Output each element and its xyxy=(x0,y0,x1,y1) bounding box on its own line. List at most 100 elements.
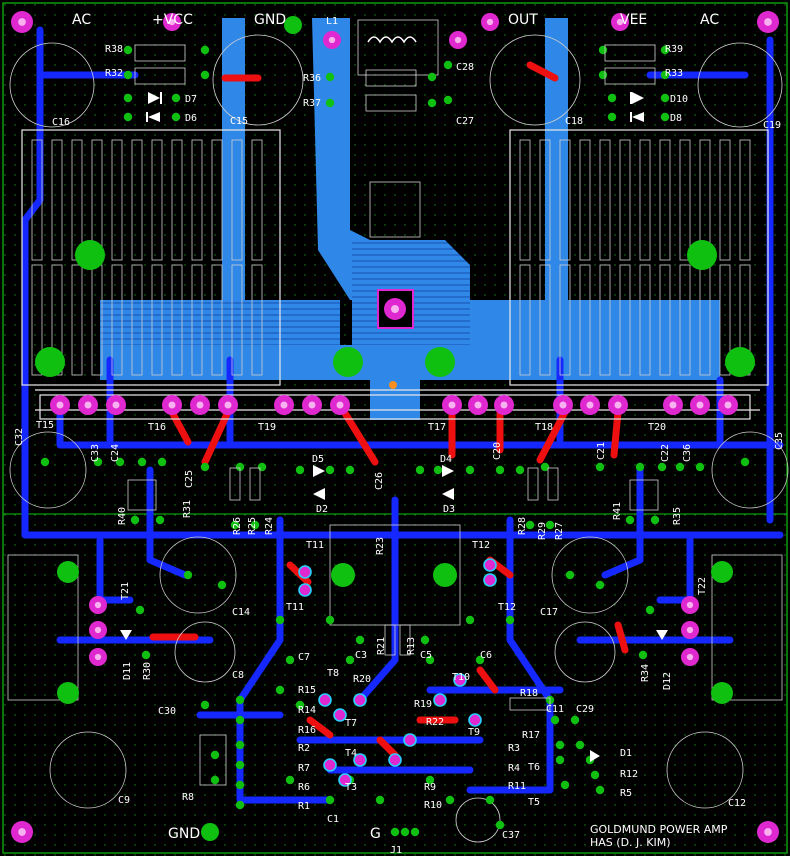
component-label-r4: R4 xyxy=(508,763,520,774)
pad-hole xyxy=(18,18,26,26)
pad-hole xyxy=(586,401,594,409)
via-pad xyxy=(598,45,608,55)
component-label-r12: R12 xyxy=(620,769,638,780)
via-pad xyxy=(515,465,525,475)
via-pad xyxy=(638,650,648,660)
component-label-r3: R3 xyxy=(508,743,520,754)
component-label-d4: D4 xyxy=(440,454,452,465)
via-pad xyxy=(200,462,210,472)
component-label-c8: C8 xyxy=(232,670,244,681)
via-pad xyxy=(575,740,585,750)
transistor-pad xyxy=(483,573,497,587)
via-pad xyxy=(560,780,570,790)
via-pad xyxy=(123,45,133,55)
via-pad xyxy=(550,715,560,725)
via-pad xyxy=(171,112,181,122)
pad-hole xyxy=(336,401,344,409)
via-pad xyxy=(200,45,210,55)
component-label-r17: R17 xyxy=(522,730,540,741)
component-label-r36: R36 xyxy=(303,73,321,84)
via-pad xyxy=(427,98,437,108)
via-pad xyxy=(660,93,670,103)
via-pad xyxy=(465,615,475,625)
via-pad xyxy=(93,457,103,467)
via-pad xyxy=(235,695,245,705)
pad-hole xyxy=(500,401,508,409)
via-pad xyxy=(555,755,565,765)
resistor-bodies xyxy=(127,44,659,786)
via-pad xyxy=(410,827,420,837)
component-label-r29: R29 xyxy=(537,522,548,540)
via-pad xyxy=(660,112,670,122)
pad-hole xyxy=(686,626,694,634)
via-pad xyxy=(657,462,667,472)
pad-hole xyxy=(168,401,176,409)
via-pad xyxy=(325,465,335,475)
via-pad xyxy=(465,465,475,475)
via-pad xyxy=(595,462,605,472)
pad-hole xyxy=(454,36,462,44)
component-label-c30: C30 xyxy=(158,706,176,717)
component-label-c17: C17 xyxy=(540,607,558,618)
via-pad xyxy=(645,605,655,615)
component-label-r33: R33 xyxy=(665,68,683,79)
component-label-t18: T18 xyxy=(535,422,553,433)
transistor-pad xyxy=(433,693,447,707)
component-label-c15: C15 xyxy=(230,116,248,127)
via-pad xyxy=(495,465,505,475)
mounting-holes xyxy=(35,16,755,841)
via-pad xyxy=(123,70,133,80)
component-label-t3: T3 xyxy=(345,782,357,793)
board-author: HAS (D. J. KIM) xyxy=(590,836,671,849)
via-pad xyxy=(235,760,245,770)
via-pad xyxy=(660,70,670,80)
via-pad xyxy=(525,520,535,530)
component-label-t20: T20 xyxy=(648,422,666,433)
via-pad xyxy=(123,112,133,122)
component-label-d7: D7 xyxy=(185,94,197,105)
via-pad xyxy=(200,70,210,80)
component-label-r6: R6 xyxy=(298,782,310,793)
component-label-t7: T7 xyxy=(345,718,357,729)
label-j1: J1 xyxy=(390,845,402,856)
component-label-d8: D8 xyxy=(670,113,682,124)
component-label-d2: D2 xyxy=(316,504,328,515)
via-pad xyxy=(183,570,193,580)
component-label-r22: R22 xyxy=(426,717,444,728)
via-pad xyxy=(285,775,295,785)
via-pad xyxy=(355,635,365,645)
component-label-r15: R15 xyxy=(298,685,316,696)
transistor-pad xyxy=(298,565,312,579)
component-label-r24: R24 xyxy=(264,517,275,535)
via-pad xyxy=(115,457,125,467)
via-pad xyxy=(275,685,285,695)
component-label-t15: T15 xyxy=(36,420,54,431)
via-pad xyxy=(485,795,495,805)
via-pad xyxy=(155,515,165,525)
via-pad xyxy=(230,520,240,530)
transistor-pad xyxy=(298,583,312,597)
via-pad xyxy=(325,72,335,82)
label-l1: L1 xyxy=(326,16,338,27)
via-pad xyxy=(375,795,385,805)
via-pad xyxy=(235,740,245,750)
component-label-r34: R34 xyxy=(640,664,651,682)
via-pad xyxy=(635,462,645,472)
component-label-t21: T21 xyxy=(120,582,131,600)
via-pad xyxy=(433,465,443,475)
via-pad xyxy=(400,827,410,837)
component-label-r21: R21 xyxy=(376,637,387,655)
component-label-d10: D10 xyxy=(670,94,688,105)
pad-hole xyxy=(696,401,704,409)
power-label-vcc: +VCC xyxy=(152,12,193,28)
component-label-t11b: T11 xyxy=(286,602,304,613)
pad-hole xyxy=(18,828,26,836)
transistor-pad xyxy=(388,753,402,767)
diode-symbols xyxy=(120,92,668,762)
magenta-pads xyxy=(11,11,779,843)
component-label-r11: R11 xyxy=(508,781,526,792)
transistor-pad xyxy=(403,733,417,747)
capacitor-outlines xyxy=(9,19,789,843)
component-label-r5: R5 xyxy=(620,788,632,799)
